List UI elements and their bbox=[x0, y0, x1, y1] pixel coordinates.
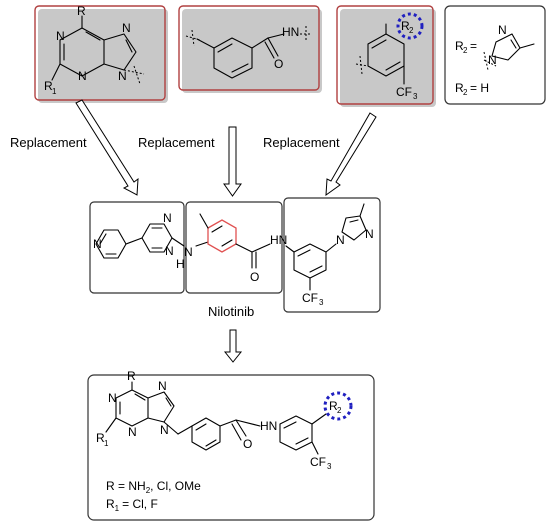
atom-r2-subscript: 2 bbox=[337, 406, 342, 415]
nilotinib-aryl-box bbox=[283, 197, 381, 313]
atom-r2: R bbox=[401, 19, 410, 33]
atom-cf3-subscript: 3 bbox=[319, 298, 324, 307]
atom-n: N bbox=[56, 29, 65, 43]
atom-hn: HN bbox=[282, 25, 299, 39]
nilotinib-aryl-structure bbox=[285, 203, 367, 291]
replacement-label-left: Replacement bbox=[10, 135, 87, 150]
r2-h-subscript: 2 bbox=[463, 88, 468, 97]
atom-o: O bbox=[243, 437, 252, 451]
purine-box bbox=[34, 5, 168, 103]
r2-label-subscript: 2 bbox=[463, 46, 468, 55]
r2-definition-box bbox=[444, 5, 546, 105]
methylimidazole-structure bbox=[483, 33, 535, 71]
r1-definition: R1= Cl, F bbox=[106, 497, 158, 513]
cf3-aryl-box bbox=[336, 5, 436, 107]
atom-r2: R bbox=[329, 399, 338, 413]
atom-n: N bbox=[160, 423, 169, 437]
replacement-arrow-left bbox=[75, 99, 139, 196]
benzamide-structure bbox=[185, 26, 312, 79]
atom-n: N bbox=[93, 237, 102, 251]
r2-h-value: = H bbox=[470, 81, 489, 95]
product-arrow bbox=[223, 329, 243, 363]
atom-n: N bbox=[336, 233, 345, 247]
atom-n: N bbox=[118, 69, 127, 83]
replacement-label-right: Replacement bbox=[263, 135, 340, 150]
atom-r1: R bbox=[96, 431, 105, 445]
atom-n: N bbox=[78, 69, 87, 83]
r-definition: R = NH2, Cl, OMe bbox=[106, 479, 201, 495]
atom-n: N bbox=[163, 211, 172, 225]
atom-hn: HN bbox=[260, 419, 277, 433]
benzamide-box bbox=[178, 5, 322, 93]
nilotinib-pyridyl-structure bbox=[95, 223, 185, 259]
r2-equals: = bbox=[470, 39, 477, 53]
atom-r1-subscript: 1 bbox=[104, 439, 109, 448]
replacement-label-middle: Replacement bbox=[138, 135, 215, 150]
product-box bbox=[87, 374, 375, 521]
atom-cf3: CF bbox=[302, 291, 318, 305]
r2-h-label: R bbox=[455, 81, 464, 95]
atom-r: R bbox=[127, 369, 136, 383]
compound-name-label: Nilotinib bbox=[208, 304, 254, 319]
atom-cf3-subscript: 3 bbox=[413, 92, 418, 101]
replacement-arrow-middle bbox=[223, 126, 242, 197]
nilotinib-benzamide-box bbox=[185, 201, 283, 294]
purine-structure bbox=[51, 15, 145, 85]
replacement-arrow-right bbox=[325, 112, 377, 197]
atom-r: R bbox=[77, 4, 86, 18]
atom-n: N bbox=[498, 23, 507, 37]
atom-cf3-subscript: 3 bbox=[327, 462, 332, 471]
atom-h: H bbox=[176, 257, 185, 271]
r2-label: R bbox=[455, 39, 464, 53]
atom-r1: R bbox=[44, 79, 53, 93]
product-structure bbox=[105, 381, 353, 455]
atom-n: N bbox=[488, 53, 497, 67]
atom-o: O bbox=[250, 270, 259, 284]
atom-o: O bbox=[274, 57, 283, 71]
atom-n: N bbox=[365, 227, 374, 241]
atom-n: N bbox=[128, 425, 137, 439]
atom-hn: HN bbox=[270, 233, 287, 247]
cf3-aryl-structure bbox=[355, 12, 424, 85]
atom-cf3: CF bbox=[310, 455, 326, 469]
atom-r2-subscript: 2 bbox=[409, 26, 414, 35]
nilotinib-pyridylpyrimidine-box bbox=[89, 201, 185, 294]
atom-n: N bbox=[158, 379, 167, 393]
atom-r1-subscript: 1 bbox=[52, 87, 57, 96]
atom-cf3: CF bbox=[396, 85, 412, 99]
atom-n: N bbox=[122, 21, 131, 35]
atom-n: N bbox=[165, 244, 174, 258]
nilotinib-benzamide-structure bbox=[195, 213, 271, 269]
atom-hn: N bbox=[184, 245, 193, 259]
atom-n: N bbox=[108, 391, 117, 405]
